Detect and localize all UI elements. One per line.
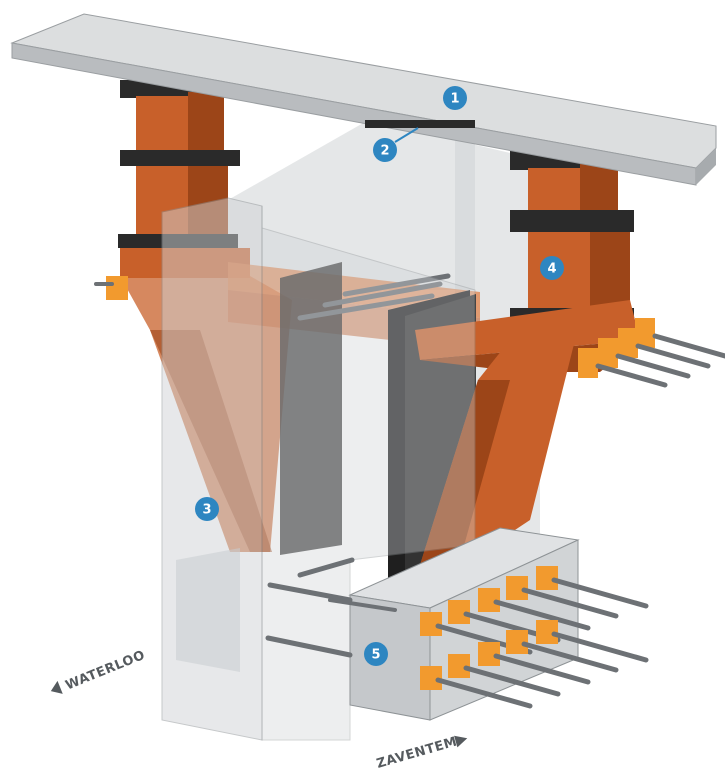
badge-circle xyxy=(364,642,388,666)
foot-rods-left xyxy=(265,557,397,658)
badge-number: 5 xyxy=(371,648,380,663)
foot-rod xyxy=(551,631,649,663)
left-lower-block xyxy=(176,548,240,672)
foot-bracket xyxy=(478,588,500,612)
badge-number: 2 xyxy=(380,144,389,159)
foot-bracket xyxy=(448,654,470,678)
bearing-plate xyxy=(365,120,475,128)
badge-circle xyxy=(540,256,564,280)
arrow-left-icon xyxy=(50,680,63,694)
badge-2-leader xyxy=(394,127,419,143)
direction-zaventem: ZAVENTEM xyxy=(375,735,468,772)
foot-bracket xyxy=(506,576,528,600)
foot-rod xyxy=(551,577,649,609)
foot-bracket xyxy=(448,600,470,624)
badge-number: 3 xyxy=(202,503,211,518)
deck-slab xyxy=(10,13,717,186)
label-badges: 1 2 3 4 5 xyxy=(195,86,564,666)
foot-bracket xyxy=(420,666,442,690)
anchor-rods-upper xyxy=(297,273,451,321)
foot-bracket xyxy=(536,566,558,590)
foot-rod xyxy=(435,677,533,709)
direction-label-left: WATERLOO xyxy=(63,648,147,694)
foot-rod xyxy=(521,641,619,673)
direction-label-right: ZAVENTEM xyxy=(375,735,459,772)
foot-bracket xyxy=(506,630,528,654)
right-brackets xyxy=(578,318,725,388)
foot-rod xyxy=(463,665,561,697)
label-badge-2: 2 xyxy=(373,138,397,162)
badge-circle xyxy=(195,497,219,521)
label-badge-4: 4 xyxy=(540,256,564,280)
foot-rod xyxy=(493,599,591,631)
label-badge-1: 1 xyxy=(443,86,467,110)
foot-brackets xyxy=(420,566,649,709)
foot-bracket xyxy=(478,642,500,666)
foot-rod xyxy=(521,587,619,619)
badge-circle xyxy=(373,138,397,162)
label-badge-5: 5 xyxy=(364,642,388,666)
foot-rod xyxy=(493,653,591,685)
badge-circle xyxy=(443,86,467,110)
badge-number: 1 xyxy=(450,92,459,107)
foot-bracket xyxy=(420,612,442,636)
badge-number: 4 xyxy=(547,262,556,277)
foot-bracket xyxy=(536,620,558,644)
arrow-right-icon xyxy=(454,735,468,748)
label-badge-3: 3 xyxy=(195,497,219,521)
direction-waterloo: WATERLOO xyxy=(50,648,147,694)
